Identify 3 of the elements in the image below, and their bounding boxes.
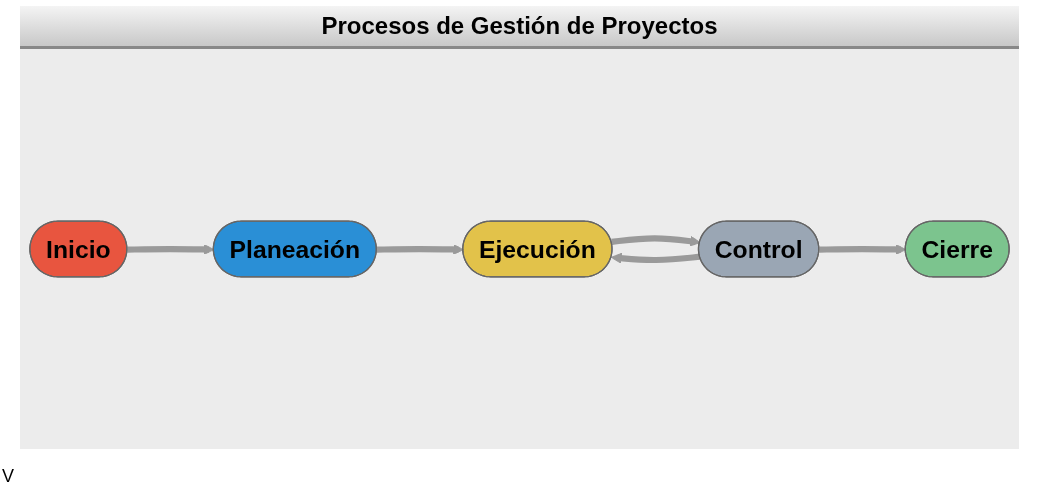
arrow — [611, 252, 701, 264]
note-text: V — [2, 466, 14, 487]
diagram-title: Procesos de Gestión de Proyectos — [20, 6, 1019, 49]
